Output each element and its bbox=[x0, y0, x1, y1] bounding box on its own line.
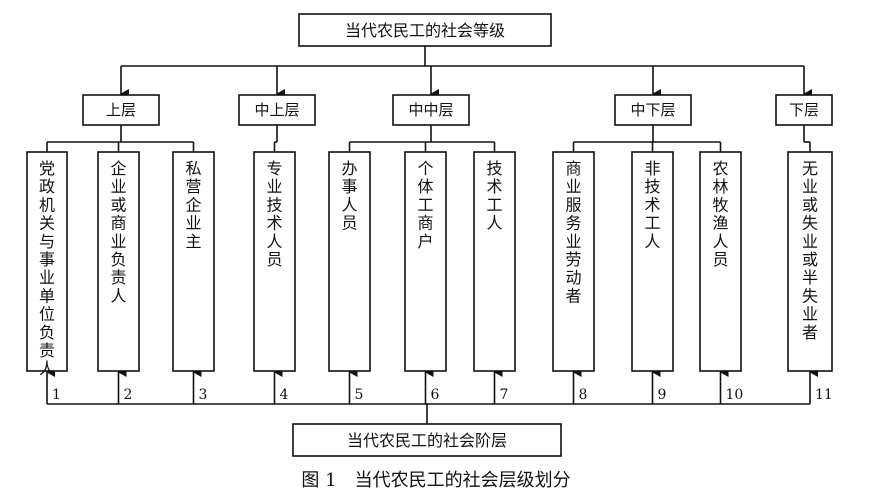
layer-box-4: 中下层 bbox=[614, 94, 692, 126]
connectors bbox=[46, 46, 818, 424]
occupation-label: 农林牧渔人员 bbox=[712, 159, 728, 269]
occupation-box-6: 个体工商户 6 bbox=[404, 151, 447, 403]
bottom-title: 当代农民工的社会阶层 bbox=[347, 431, 507, 450]
occupation-box-4: 专业技术人员 4 bbox=[253, 151, 296, 403]
occupation-box-9: 非技术工人 9 bbox=[631, 151, 674, 403]
occupation-number: 2 bbox=[124, 387, 133, 403]
occupation-label: 私营企业主 bbox=[185, 159, 201, 251]
layer-label: 中上层 bbox=[254, 101, 299, 119]
occupation-number: 8 bbox=[579, 387, 588, 403]
occupation-box-1: 党政机关与事业单位负责人 1 bbox=[26, 151, 68, 403]
occupation-label: 办事人员 bbox=[341, 159, 357, 233]
occupation-label: 无业或失业或半失业者 bbox=[802, 159, 818, 342]
top-title-box: 当代农民工的社会等级 bbox=[298, 13, 552, 47]
occupation-box-8: 商业服务业劳动者 8 bbox=[552, 151, 595, 403]
occupation-box-11: 无业或失业或半失业者 11 bbox=[787, 151, 833, 403]
layer-label: 下层 bbox=[789, 101, 819, 119]
occupation-label: 非技术工人 bbox=[644, 159, 660, 251]
occupation-label: 企业或商业负责人 bbox=[110, 159, 126, 305]
occupation-label: 商业服务业劳动者 bbox=[565, 159, 581, 305]
occupation-boxes: 党政机关与事业单位负责人 1 企业或商业负责人 2 私营企业主 3 专业技术人员 4 办事人员 5… bbox=[26, 151, 833, 403]
layer-label: 中中层 bbox=[408, 101, 453, 119]
occupation-box-5: 办事人员 5 bbox=[328, 151, 371, 403]
occupation-number: 9 bbox=[658, 387, 667, 403]
bottom-title-box: 当代农民工的社会阶层 bbox=[292, 423, 562, 457]
occupation-box-10: 农林牧渔人员 10 bbox=[699, 151, 744, 403]
occupation-number: 6 bbox=[431, 387, 440, 403]
layer-box-2: 中上层 bbox=[238, 94, 316, 126]
occupation-number: 11 bbox=[815, 387, 833, 403]
occupation-box-3: 私营企业主 3 bbox=[172, 151, 215, 403]
occupation-box-7: 技术工人 7 bbox=[473, 151, 516, 403]
layer-label: 中下层 bbox=[630, 101, 675, 119]
top-title: 当代农民工的社会等级 bbox=[345, 21, 505, 40]
layer-boxes: 上层 中上层 中中层 中下层 下层 bbox=[82, 94, 833, 126]
occupation-number: 7 bbox=[500, 387, 509, 403]
layer-box-5: 下层 bbox=[775, 94, 833, 126]
figure-caption: 图 1 当代农民工的社会层级划分 bbox=[301, 470, 570, 491]
occupation-label: 技术工人 bbox=[486, 159, 502, 233]
layer-label: 上层 bbox=[106, 101, 136, 119]
occupation-label: 个体工商户 bbox=[417, 159, 433, 251]
occupation-number: 1 bbox=[52, 387, 61, 403]
occupation-number: 3 bbox=[199, 387, 208, 403]
layer-box-3: 中中层 bbox=[392, 94, 470, 126]
occupation-label: 专业技术人员 bbox=[266, 159, 282, 269]
occupation-number: 5 bbox=[355, 387, 364, 403]
occupation-label: 党政机关与事业单位负责人 bbox=[39, 159, 55, 378]
layer-box-1: 上层 bbox=[82, 94, 160, 126]
occupation-box-2: 企业或商业负责人 2 bbox=[97, 151, 140, 403]
occupation-number: 10 bbox=[726, 387, 744, 403]
occupation-number: 4 bbox=[280, 387, 289, 403]
